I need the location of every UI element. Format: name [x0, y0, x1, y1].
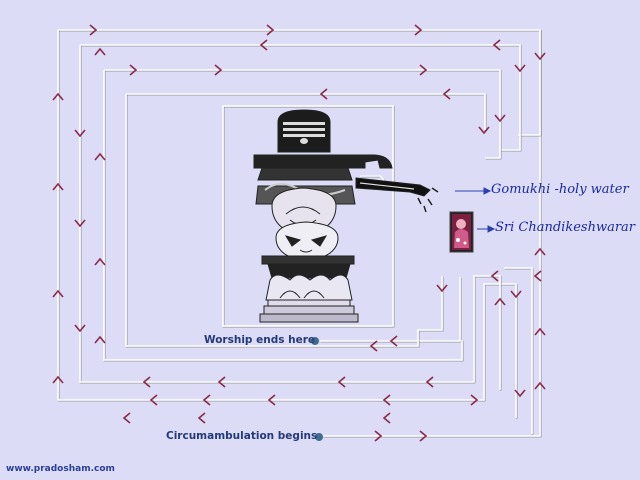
path-segment: [80, 44, 521, 151]
direction-arrow: [382, 412, 391, 424]
circumambulation-paths: [57, 29, 541, 437]
path-segment: [58, 29, 541, 136]
direction-arrow: [122, 412, 131, 424]
path-segment: [57, 30, 517, 418]
direction-arrow: [369, 340, 378, 352]
shiva-lingam-icon: [253, 109, 439, 323]
direction-arrow: [425, 376, 434, 388]
path-segment: [104, 69, 501, 159]
direction-arrow: [94, 257, 106, 266]
direction-arrow: [436, 284, 448, 293]
direction-arrow: [89, 24, 98, 36]
direction-arrow: [266, 24, 275, 36]
circumambulation-begins-label: Circumambulation begins: [166, 430, 318, 442]
direction-arrow: [419, 430, 428, 442]
direction-arrow: [534, 247, 546, 256]
direction-arrow: [202, 394, 211, 406]
direction-arrow: [149, 394, 158, 406]
worship-ends-label: Worship ends here: [204, 334, 316, 346]
direction-arrows: [52, 24, 546, 442]
path-segment: [103, 70, 463, 361]
direction-arrow: [534, 381, 546, 390]
direction-arrow: [52, 375, 64, 384]
direction-arrow: [94, 335, 106, 344]
direction-arrow: [94, 152, 106, 161]
circumambulation-begins-marker: [315, 433, 323, 441]
direction-arrow: [52, 92, 64, 101]
direction-arrow: [414, 24, 423, 36]
path-segment: [504, 267, 533, 434]
direction-arrow: [514, 389, 526, 398]
direction-arrow: [259, 39, 268, 51]
direction-arrow: [129, 64, 138, 76]
path-segment: [320, 277, 461, 342]
website-label: www.pradosham.com: [6, 464, 115, 474]
direction-arrow: [74, 219, 86, 228]
direction-arrow: [514, 64, 526, 73]
direction-arrow: [267, 394, 276, 406]
direction-arrow: [534, 52, 546, 61]
path-segment: [125, 94, 443, 347]
path-segment: [320, 30, 541, 437]
direction-arrow: [217, 376, 226, 388]
sanctum-frame: [222, 105, 394, 327]
worship-ends-marker: [311, 337, 319, 345]
direction-arrow: [74, 324, 86, 333]
direction-arrow: [197, 412, 206, 424]
direction-arrow: [490, 270, 499, 282]
direction-arrow: [52, 289, 64, 298]
direction-arrow: [419, 64, 428, 76]
direction-arrow: [492, 39, 501, 51]
direction-arrow: [337, 376, 346, 388]
direction-arrow: [470, 394, 479, 406]
direction-arrow: [374, 430, 383, 442]
direction-arrow: [494, 114, 506, 123]
direction-arrow: [478, 126, 490, 135]
direction-arrow: [382, 394, 391, 406]
direction-arrow: [214, 64, 223, 76]
direction-arrow: [533, 270, 542, 282]
direction-arrow: [442, 88, 451, 100]
chandikeshwarar-label: Sri Chandikeshwarar: [495, 220, 636, 235]
direction-arrow: [94, 47, 106, 56]
direction-arrow: [389, 335, 398, 347]
direction-arrow: [52, 182, 64, 191]
chandikeshwarar-icon: [449, 211, 474, 253]
path-segment: [79, 45, 501, 390]
gomukhi-label: Gomukhi -holy water: [491, 182, 629, 197]
direction-arrow: [319, 88, 328, 100]
direction-arrow: [534, 327, 546, 336]
direction-arrow: [510, 290, 522, 299]
path-segment: [126, 93, 486, 130]
direction-arrow: [74, 129, 86, 138]
direction-arrow: [494, 297, 506, 306]
direction-arrow: [142, 376, 151, 388]
